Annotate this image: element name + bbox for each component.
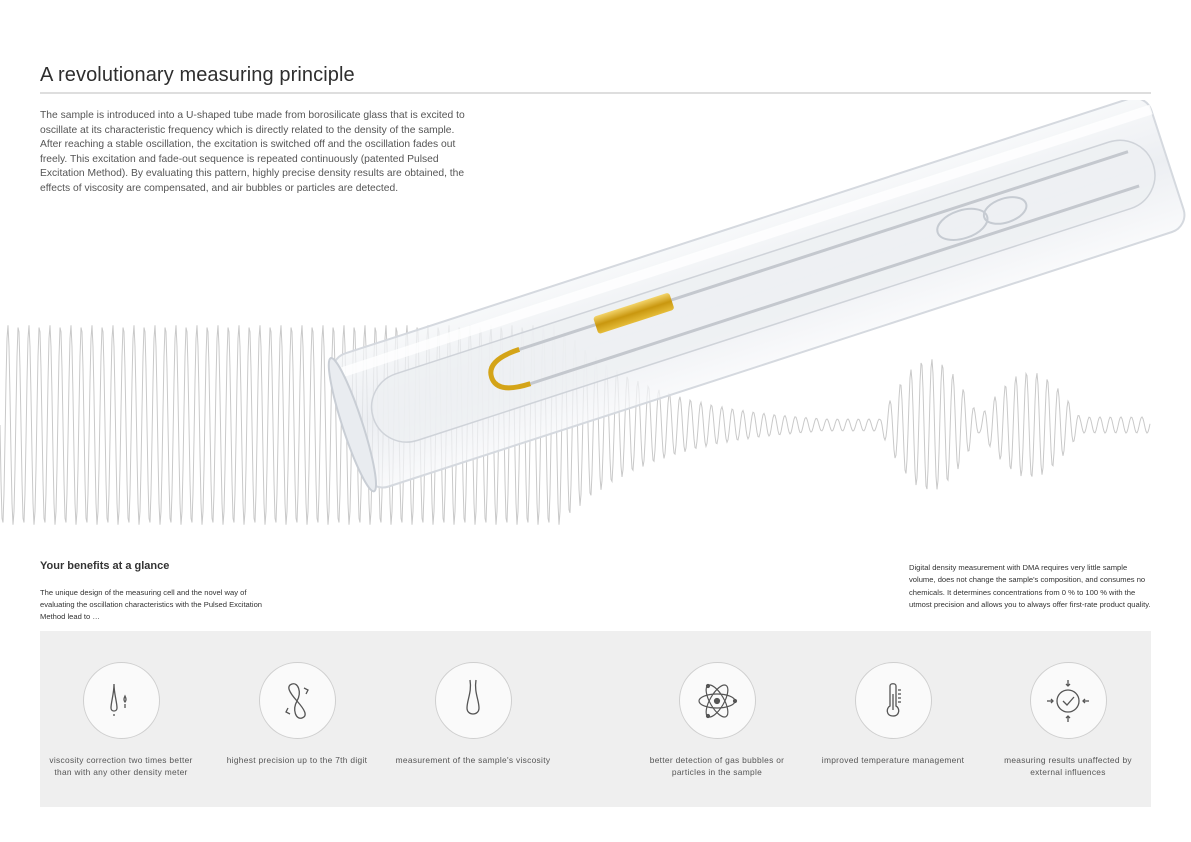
benefit-label: viscosity correction two times better th… xyxy=(49,755,193,778)
benefit-label: measuring results unaffected by external… xyxy=(1004,755,1132,778)
shielded-check-icon xyxy=(1047,679,1089,722)
infinity-precision-icon xyxy=(285,682,309,719)
benefit-icon-circle xyxy=(82,662,160,739)
benefit-viscosity-correction: viscosity correction two times better th… xyxy=(41,662,201,779)
benefit-unaffected-results: measuring results unaffected by external… xyxy=(988,662,1148,779)
benefit-bubble-detection: better detection of gas bubbles or parti… xyxy=(637,662,797,779)
page-title: A revolutionary measuring principle xyxy=(40,64,355,86)
benefits-heading: Your benefits at a glance xyxy=(40,560,170,572)
benefit-icon-circle xyxy=(434,662,512,739)
glass-tube xyxy=(327,100,1186,493)
thermometer-icon xyxy=(886,682,901,717)
density-measurement-note: Digital density measurement with DMA req… xyxy=(909,563,1151,610)
benefit-temperature-management: improved temperature management xyxy=(813,662,973,766)
droplet-icon xyxy=(466,679,480,715)
intro-paragraph: The sample is introduced into a U-shaped… xyxy=(40,110,465,194)
benefit-viscosity-measurement: measurement of the sample's viscosity xyxy=(393,662,553,766)
benefit-label: measurement of the sample's viscosity xyxy=(395,755,551,765)
benefit-icon-circle xyxy=(258,662,336,739)
benefit-icon-circle xyxy=(678,662,756,739)
benefits-panel: viscosity correction two times better th… xyxy=(40,631,1151,807)
atom-icon xyxy=(698,683,738,718)
benefit-icon-circle xyxy=(1029,662,1107,739)
benefit-label: better detection of gas bubbles or parti… xyxy=(649,755,785,778)
benefit-icon-circle xyxy=(854,662,932,739)
viscosity-drop-icon xyxy=(110,683,127,716)
benefit-label: highest precision up to the 7th digit xyxy=(226,755,368,765)
benefit-highest-precision: highest precision up to the 7th digit xyxy=(217,662,377,766)
benefits-lead-text: The unique design of the measuring cell … xyxy=(40,588,263,621)
benefit-label: improved temperature management xyxy=(821,755,965,765)
title-divider xyxy=(40,92,1151,94)
measuring-tube-illustration xyxy=(0,100,1186,525)
